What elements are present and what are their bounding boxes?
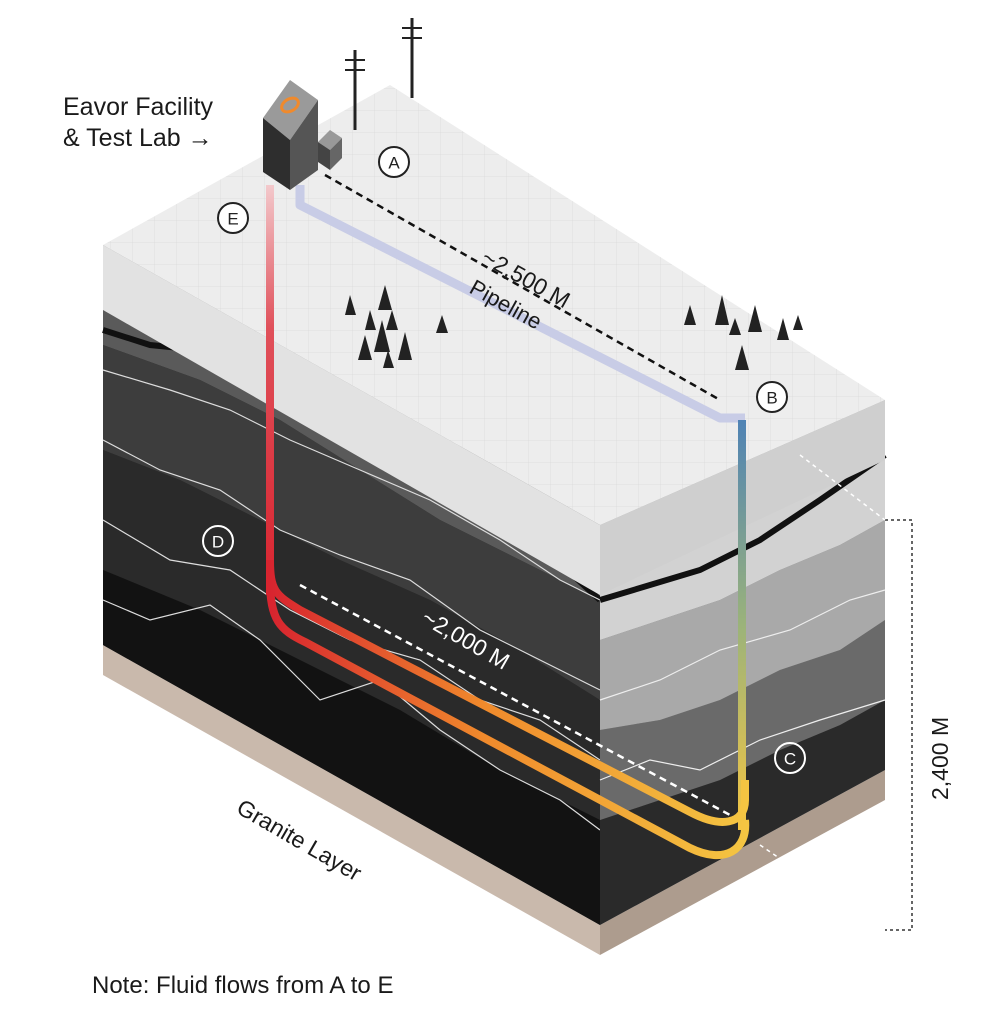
depth-label: 2,400 M	[927, 717, 953, 800]
right-arrow-icon: →	[187, 124, 213, 152]
marker-b: B	[756, 381, 788, 413]
facility-building	[263, 80, 342, 190]
tree-cluster-left	[345, 285, 448, 368]
marker-e: E	[217, 202, 249, 234]
marker-d-text: D	[212, 533, 224, 552]
rock-band	[103, 570, 600, 925]
rock-band	[103, 345, 600, 700]
strata-line	[102, 439, 601, 691]
granite-layer-side	[600, 770, 885, 955]
marker-c-text: C	[784, 750, 796, 769]
lateral-loop-lower	[266, 579, 750, 860]
surface-slab-front	[103, 245, 600, 595]
surface-pipeline	[295, 185, 745, 423]
strata-line-side	[599, 699, 886, 781]
marker-a: A	[378, 146, 410, 178]
eavor-logo-icon	[280, 96, 300, 114]
surface-distance-line	[324, 173, 721, 402]
marker-c: C	[774, 742, 806, 774]
note-text: Note: Fluid flows from A to E	[92, 972, 394, 999]
strata-line	[102, 599, 601, 831]
marker-d: D	[202, 525, 234, 557]
tree-cluster-right	[684, 295, 803, 370]
marker-b-text: B	[766, 389, 777, 408]
strata-line-side	[599, 589, 886, 701]
facility-label-line2-text: & Test Lab	[63, 124, 181, 152]
marker-e-text: E	[227, 210, 238, 229]
injection-well	[738, 420, 746, 830]
strata-line	[102, 369, 601, 601]
depth-dimension-line	[885, 519, 913, 931]
strata-line-side	[599, 452, 887, 603]
marker-a-text: A	[388, 154, 400, 173]
facility-label: Eavor Facility & Test Lab →	[63, 92, 213, 154]
depth-leader	[759, 454, 886, 931]
facility-label-line2: & Test Lab →	[63, 123, 213, 154]
granite-layer-front	[103, 645, 600, 955]
utility-pole	[345, 18, 422, 130]
facility-label-line1: Eavor Facility	[63, 93, 214, 121]
lateral-distance-line	[299, 583, 731, 817]
production-well	[266, 185, 274, 595]
